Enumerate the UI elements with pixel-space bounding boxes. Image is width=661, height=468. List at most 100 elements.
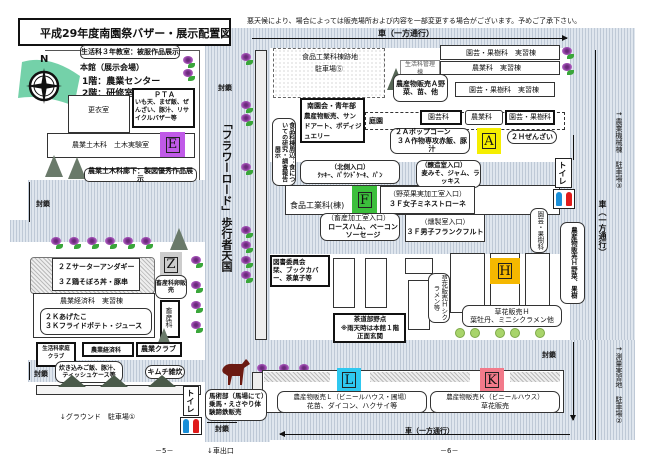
flower-icon	[240, 52, 254, 66]
changing-room-label: 更衣室	[88, 106, 109, 114]
building-block	[408, 280, 430, 330]
flower-icon	[240, 100, 254, 114]
main-building-title: 本館（展示会場）	[80, 63, 144, 72]
building-block	[333, 258, 355, 308]
flower-icon	[104, 236, 118, 250]
callout-sale-a: 農産物販売Ａ野菜、苗、他	[393, 74, 448, 102]
bush-icon	[495, 328, 505, 338]
callout-3z: ３Ｚ鶏そぼろ丼・豚串	[58, 278, 128, 286]
agri-dept-label: 農業科	[471, 113, 492, 121]
flower-icon	[240, 240, 254, 254]
econ-building-label: 農業経済科 実習棟	[60, 297, 123, 305]
closed-label: 封鎖	[218, 84, 232, 92]
closed-label: 封鎖	[215, 425, 229, 433]
parking-5-label-2: 駐車場⑤	[315, 65, 343, 73]
walkway-strip	[255, 50, 267, 340]
flower-icon	[86, 236, 100, 250]
hort-fruit-bldg-1	[440, 45, 560, 60]
agri-club-label: 農業クラブ	[141, 345, 176, 353]
gardening-dept-label: 園芸科	[428, 113, 449, 121]
bottom-strip-mid	[370, 372, 470, 382]
library-committee	[270, 255, 330, 287]
hort-fruit-dept	[505, 110, 555, 125]
marker-z: Z	[160, 252, 182, 277]
parking-2-label: →測量実習地 駐車場②	[615, 345, 623, 425]
smoke-room-entrance	[405, 214, 485, 242]
flower-icon	[190, 320, 204, 334]
closed-marker	[207, 422, 237, 423]
pta-box	[132, 88, 195, 128]
agri-dept	[465, 110, 503, 125]
callout-2k-3k: ２Ｋあげたこ ３Ｋフライドポテト・ジュース	[40, 308, 152, 335]
page-number-right: －6－	[440, 447, 459, 455]
veg-fruit-entrance-label: （野菜果実加工室入口） ３Ｆ女子ミネストローネ	[389, 190, 466, 208]
flower-icon	[140, 236, 154, 250]
callout-flower-h: 草花販売Ｈ 葉牡丹、ミニシクラメン他	[462, 305, 562, 327]
bush-icon	[535, 328, 545, 338]
right-road-label: 車（一方通行）	[598, 200, 607, 256]
callout-2z-3z	[52, 258, 140, 291]
garden-label: 庭園	[369, 117, 383, 125]
tree-icon	[45, 155, 63, 177]
hort-fruit-dept-label: 園芸・果樹科	[509, 113, 551, 121]
callout-2z: ２Ｚサーターアンダギー	[58, 263, 135, 271]
bottom-strip-left	[264, 372, 330, 382]
toilet-right[interactable]	[555, 158, 572, 188]
right-road-line	[595, 50, 596, 440]
tree-icon	[170, 228, 188, 250]
bottom-road-label: 車（一方通行）	[405, 427, 454, 435]
closed-marker	[29, 182, 30, 222]
callout-north-entrance: （北側入口） ｸｯｷｰ、ﾊﾟｳﾝﾄﾞｹｰｷ、ﾊﾟﾝ	[300, 160, 400, 184]
road-left-closed	[28, 180, 238, 225]
page-number-left: －5－	[155, 447, 174, 455]
top-road-label: 車（一方通行）	[378, 29, 434, 38]
veg-fruit-entrance	[380, 186, 475, 214]
tea-ceremony	[333, 313, 406, 343]
parking-5-label-1: 食品工業科棟跡地	[302, 53, 358, 61]
restroom-icon	[180, 417, 202, 435]
toilet-label: トイレ	[558, 161, 567, 185]
marker-e: E	[160, 132, 185, 157]
tea-ceremony-label: 茶道部野点 ※雨天時は本館１階 正面玄関	[340, 315, 400, 340]
closed-marker	[570, 342, 576, 421]
flower-icon	[190, 300, 204, 314]
flower-icon	[240, 162, 254, 176]
main-building-floor1: 1階：農業センター	[82, 77, 161, 87]
main-building-floor2: 2階：研修室	[82, 89, 134, 99]
toilet-left[interactable]	[183, 386, 199, 416]
ground-parking-label: ↓グラウンド 駐車場①	[60, 413, 136, 421]
flower-icon	[240, 113, 254, 127]
building-block	[405, 258, 433, 274]
callout-zenzai: ２Ｈぜんざい	[507, 130, 557, 144]
closed-label: 封鎖	[542, 351, 556, 359]
callout-horse: 馬術部（馬場にて） 乗馬・えさやり体験蹄鉄販売	[205, 389, 268, 421]
agri-bldg	[440, 61, 560, 75]
civil-eng-label: 農業土木科 土木実験室	[72, 141, 149, 149]
nanen-box	[300, 98, 365, 143]
tree-icon	[58, 375, 86, 387]
bush-icon	[455, 328, 465, 338]
agri-bldg-label: 農業科 実習棟	[472, 64, 521, 72]
bottom-road-arrow	[279, 431, 570, 437]
parking-3-label: →農業機械棟 駐車場③	[615, 110, 623, 190]
flower-icon	[240, 270, 254, 284]
flower-icon	[182, 55, 196, 69]
smoke-room-label: （燻製室入口） ３Ｆ男子フランクフルト	[406, 218, 484, 236]
parking-5	[273, 48, 385, 98]
top-road-arrow	[252, 35, 568, 41]
tree-icon	[148, 375, 176, 387]
flower-icon	[50, 236, 64, 250]
flower-road-label: 「フラワーロード」歩行者天国	[220, 118, 233, 272]
callout-meat-entrance: （畜産加工室入口） ロースハム、ベーコンソーセージ	[320, 213, 400, 241]
hort-fruit-bldg-1-label: 園芸・果樹科 実習棟	[466, 49, 536, 57]
toilet-label: トイレ	[186, 389, 195, 413]
closed-marker	[573, 135, 574, 160]
marker-l: L	[337, 368, 361, 392]
livestock-label: 畜産科	[165, 307, 173, 328]
closed-marker	[29, 362, 30, 380]
flower-icon	[182, 68, 196, 82]
map-title: 平成29年度南園祭バザー・展示配置図	[40, 27, 232, 40]
gardening-dept	[420, 110, 462, 125]
notice-text: 悪天候により、場合によっては販売場所および内容を一部変更する場合がございます。予…	[247, 17, 582, 25]
callout-sale-k: 農産物販売Ｋ（ビニールハウス） 草花販売	[430, 391, 560, 413]
